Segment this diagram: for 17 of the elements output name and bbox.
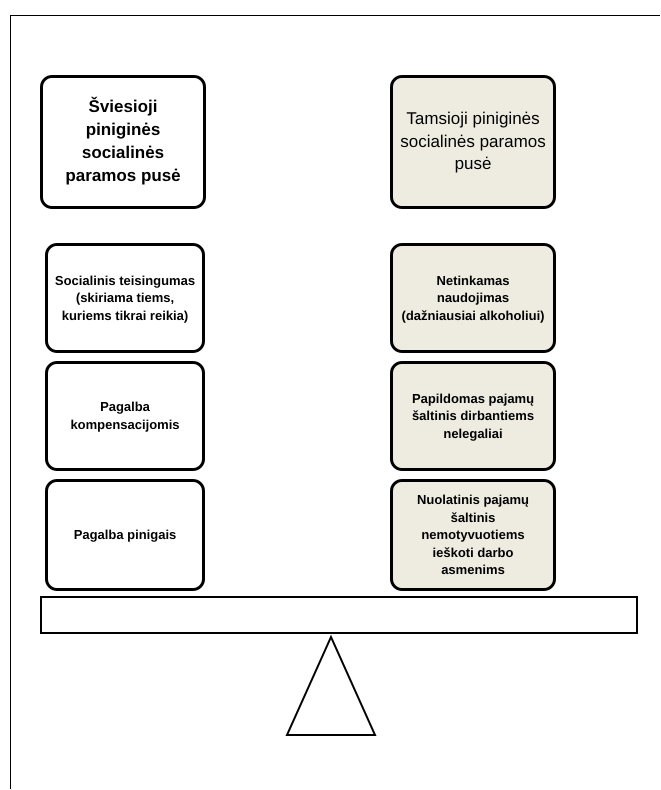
text-box — [45, 361, 205, 471]
box-text: Socialinis teisingumas (skiriama tiems, kuriems tikrai reikia) — [54, 272, 196, 324]
box-text: Pagalba pinigais — [74, 526, 176, 544]
text-box — [45, 243, 205, 353]
box-text: Papildomas pajamų šaltinis dirbantiems nelegaliai — [410, 390, 536, 442]
heading-text: Šviesioji piniginės socialinės paramos pusė — [64, 96, 182, 187]
box-text: Pagalba kompensacijomis — [69, 398, 181, 434]
text-box — [390, 361, 556, 471]
box-text: Netinkamas naudojimas (dažniausiai alkoholiui) — [400, 272, 546, 324]
text-box — [45, 479, 205, 591]
text-box — [390, 75, 556, 209]
fulcrum-triangle — [285, 634, 377, 736]
box-text: Nuolatinis pajamų šaltinis nemotyvuotiems ieškoti darbo asmenims — [416, 491, 530, 579]
text-box — [390, 243, 556, 353]
text-box — [40, 75, 206, 209]
text-box — [390, 479, 556, 591]
heading-text: Tamsioji piniginės socialinės paramos pusė — [399, 108, 547, 176]
